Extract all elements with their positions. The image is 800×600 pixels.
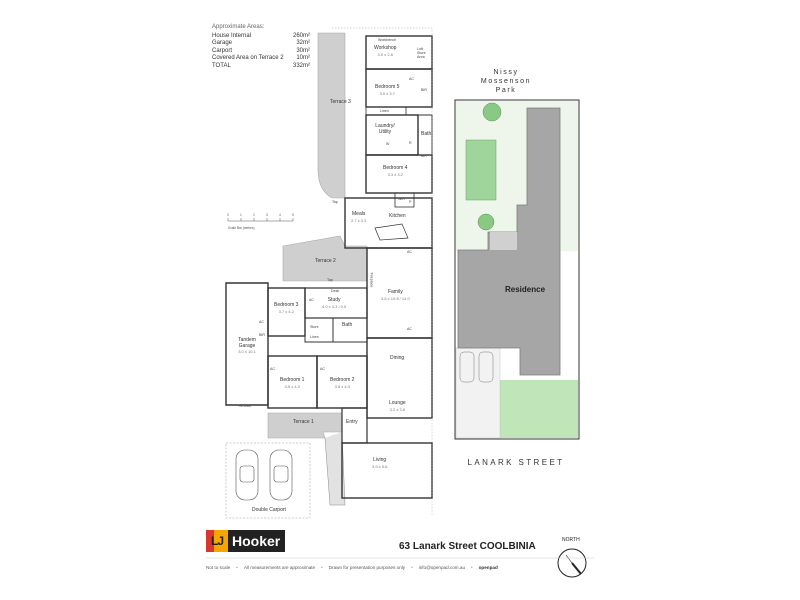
- room-double-carport: Double Carport: [252, 507, 286, 513]
- desk-label: Desk: [331, 289, 340, 293]
- room-entry: Entry: [346, 419, 358, 425]
- wir-label: WIR: [398, 197, 405, 201]
- linen-label-1: Linen: [380, 109, 389, 113]
- car-left: [235, 449, 259, 501]
- areas-header: Approximate Areas:: [212, 24, 265, 30]
- linen-label-2: Linen: [310, 335, 319, 339]
- bir-label-1: BIR: [421, 88, 427, 92]
- property-address: 63 Lanark Street COOLBINIA: [399, 541, 536, 552]
- ac-label-1: AC: [409, 77, 414, 81]
- p-label: P: [409, 200, 412, 204]
- bir-label-3: BIR: [259, 333, 265, 337]
- store-label: Store: [310, 325, 319, 329]
- room-kitchen: Kitchen: [389, 213, 406, 219]
- floor-plan: [225, 27, 433, 519]
- footer-note: Drawn for presentation purposes only: [328, 565, 406, 570]
- workbench-label: Workbench: [378, 38, 397, 42]
- footer-notes: Not to scale• All measurements are appro…: [206, 565, 498, 570]
- fireplace-label: Fireplace: [369, 272, 374, 288]
- tilt-door-label: Tilt Door: [238, 404, 252, 408]
- scale-tick: 0: [227, 213, 229, 217]
- lj-hooker-logo: LJ Hooker: [206, 528, 299, 553]
- wir-wall: [394, 192, 415, 208]
- kitchen-island: [374, 223, 409, 241]
- ac-label-5: AC: [259, 320, 264, 324]
- carport-site-right: [478, 351, 494, 383]
- north-label: NORTH: [562, 537, 580, 543]
- tree-2: [477, 213, 495, 231]
- scale-bar-label: Scale Bar (metres): [228, 226, 255, 230]
- tap-label-1: Tap: [332, 200, 338, 204]
- scale-tick: 2: [253, 213, 255, 217]
- terrace-3: [317, 32, 346, 199]
- site-plan: [454, 99, 580, 440]
- room-terrace-1: Terrace 1: [293, 419, 314, 425]
- lawn-rect: [465, 139, 497, 201]
- terrace-site: [490, 232, 517, 250]
- site-boundary: [332, 27, 433, 515]
- scale-tick: 3: [266, 213, 268, 217]
- ac-label-6: AC: [270, 367, 275, 371]
- car-right: [269, 449, 293, 501]
- r-label: R: [409, 141, 412, 145]
- footer-note: All measurements are approximate: [243, 565, 316, 570]
- room-dining: Dining: [390, 355, 405, 361]
- room-bath-2: Bath: [342, 322, 353, 328]
- living-wall: [341, 442, 433, 499]
- room-laundry: Laundry/ Utility: [375, 123, 395, 135]
- ac-label-2: AC: [407, 250, 412, 254]
- terrace-1-steps: [324, 431, 346, 506]
- ac-label-7: AC: [320, 367, 325, 371]
- lj-mark: LJ: [206, 529, 228, 552]
- street-label: LANARK STREET: [467, 458, 565, 467]
- room-terrace-3: Terrace 3: [330, 99, 351, 105]
- room-terrace-2: Terrace 2: [315, 258, 336, 264]
- tree-1: [482, 102, 502, 122]
- brand-name: Hooker: [228, 529, 286, 552]
- loft-label: Loft Store Area: [417, 47, 426, 59]
- scale-tick: 1: [240, 213, 242, 217]
- bir-label-2: BIR: [421, 154, 427, 158]
- terrace-2: [282, 235, 368, 282]
- front-lawn: [500, 380, 578, 438]
- driveway: [455, 347, 501, 439]
- w-label: W: [386, 142, 390, 146]
- tap-label-2: Tap: [327, 278, 333, 282]
- footer-note: Not to scale: [206, 565, 231, 570]
- double-carport: [225, 442, 311, 519]
- scale-bar: [227, 218, 294, 222]
- scale-tick: 5: [292, 213, 294, 217]
- footer-email[interactable]: info@openpad.com.au: [418, 565, 465, 570]
- ac-label-4: AC: [407, 327, 412, 331]
- ac-label-3: AC: [309, 298, 314, 302]
- carport-site-left: [459, 351, 475, 383]
- room-bath-1: Bath: [421, 131, 432, 137]
- north-arrow: [557, 548, 587, 578]
- scale-tick: 4: [279, 213, 281, 217]
- bath2-wall: [332, 317, 368, 343]
- residence-label: Residence: [505, 285, 546, 294]
- openpad-logo: openpad: [478, 565, 498, 570]
